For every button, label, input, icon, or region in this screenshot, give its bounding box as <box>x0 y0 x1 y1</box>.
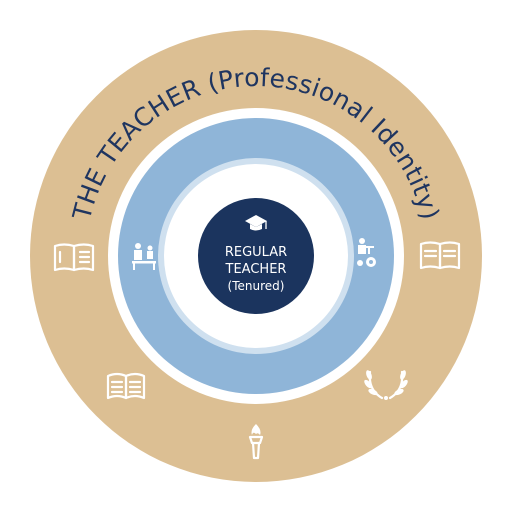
core-line-2: TEACHER <box>225 262 287 277</box>
laurel-wreath-icon <box>364 370 408 400</box>
torch-icon <box>248 424 264 460</box>
core-line-3: (Tenured) <box>228 279 285 293</box>
core-circle <box>198 198 314 314</box>
teacher-gear-icon <box>357 238 376 267</box>
core-line-1: REGULAR <box>225 245 287 260</box>
teacher-desk-icon <box>132 243 156 270</box>
graduation-cap-icon <box>245 215 267 231</box>
open-book-lower-left-icon <box>106 372 146 400</box>
open-book-left-icon <box>53 243 95 272</box>
open-book-right-icon <box>419 241 461 270</box>
